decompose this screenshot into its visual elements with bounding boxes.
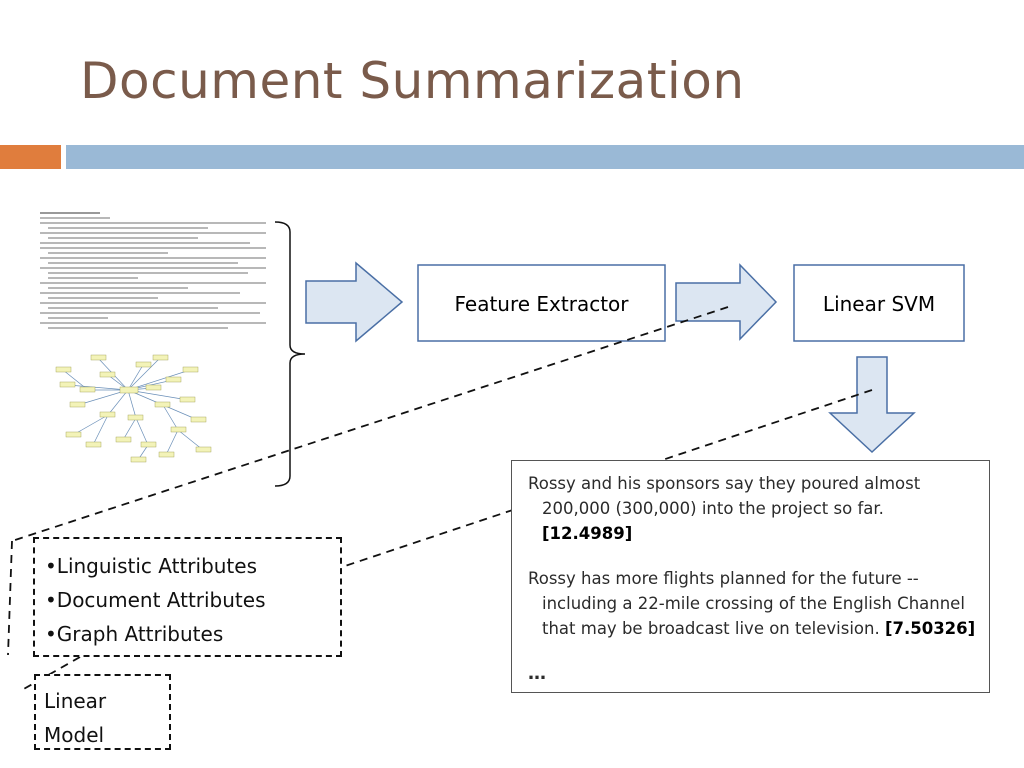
arrow-to-output [828, 356, 916, 454]
word-graph-thumbnail [55, 354, 212, 463]
connector-svm-to-attributes [344, 389, 873, 567]
sentence-score: [12.4989] [542, 524, 633, 543]
linear-model-box: Linear Model [34, 674, 171, 750]
summary-sentence: Rossy has more flights planned for the f… [528, 566, 977, 641]
attribute-graph: •Graph Attributes [45, 622, 224, 646]
feature-extractor-box [417, 264, 666, 342]
linear-model-line1: Linear [44, 689, 107, 713]
linear-svm-label: Linear SVM [823, 292, 935, 316]
summary-sentence: Rossy and his sponsors say they poured a… [528, 471, 977, 546]
accent-bar-blue [66, 145, 1024, 169]
linear-svm-box [793, 264, 965, 342]
source-document-thumbnail [40, 212, 276, 484]
feature-extractor-label: Feature Extractor [454, 292, 629, 316]
arrow-to-feature-extractor [305, 261, 404, 343]
input-brace [274, 221, 306, 487]
summary-output-panel: Rossy and his sponsors say they poured a… [511, 460, 990, 693]
attribute-linguistic: •Linguistic Attributes [45, 554, 258, 578]
attributes-box: •Linguistic Attributes •Document Attribu… [33, 537, 342, 657]
sentence-score: [7.50326] [884, 619, 976, 638]
accent-bar-orange [0, 145, 61, 169]
connector-attributes-to-model [21, 656, 81, 691]
attribute-document: •Document Attributes [45, 588, 266, 612]
summary-ellipsis: … [528, 663, 546, 684]
summary-sentence-text: Rossy has more flights planned for the f… [528, 569, 965, 638]
slide-title: Document Summarization [80, 52, 745, 110]
arrow-to-linear-svm [675, 263, 778, 341]
summary-sentence-text: Rossy and his sponsors say they poured a… [528, 474, 921, 518]
linear-model-line2: Model [44, 723, 105, 747]
